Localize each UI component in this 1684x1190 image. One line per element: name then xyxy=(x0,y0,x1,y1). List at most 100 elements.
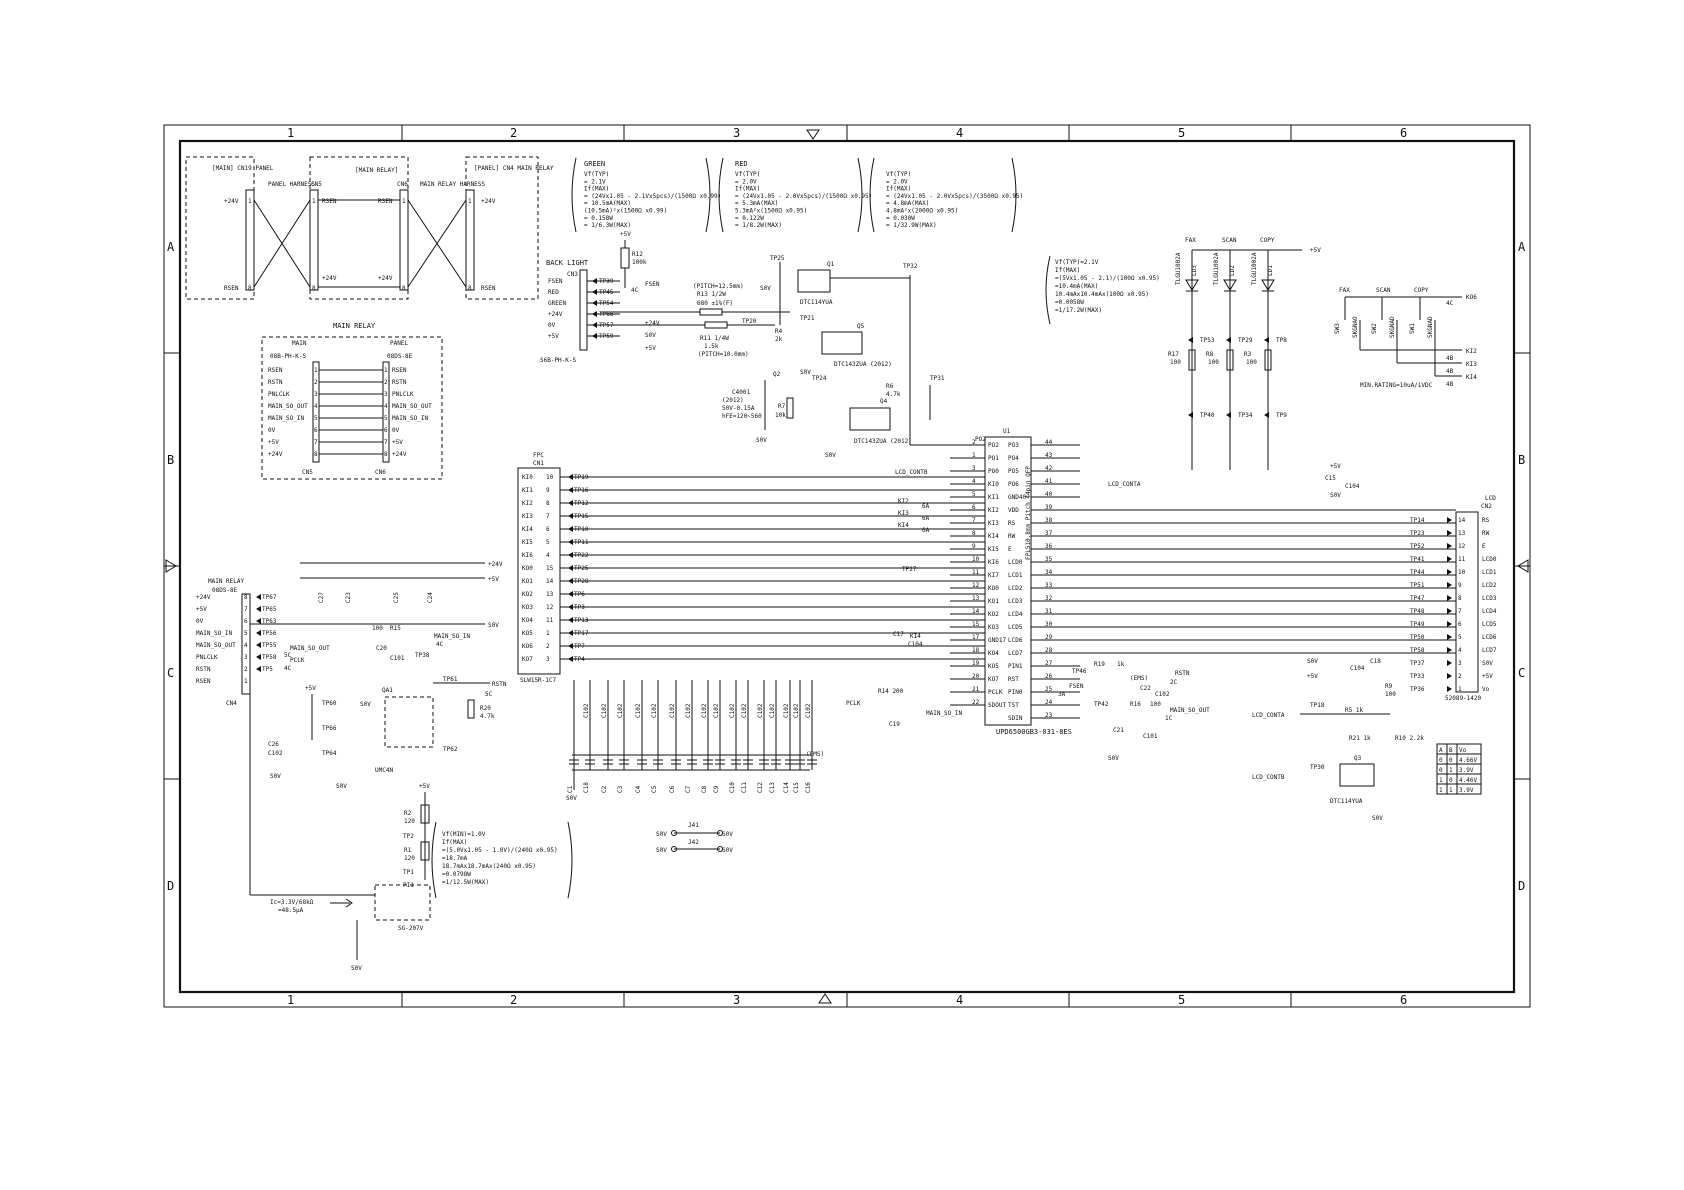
cn4-signal-label: PNLCLK xyxy=(196,654,218,661)
svg-text:CN2: CN2 xyxy=(1481,503,1492,510)
backlight-title: BACK LIGHT xyxy=(546,259,589,267)
test-point-marker xyxy=(1447,530,1452,536)
svg-text:LCD_CONTA: LCD_CONTA xyxy=(1252,712,1285,719)
cn4-pin-number: 3 xyxy=(244,654,248,661)
svg-text:120: 120 xyxy=(404,818,415,825)
key-signal: SKGNAD xyxy=(1427,316,1434,338)
red-title: RED xyxy=(735,160,748,168)
led-ref: LD2 xyxy=(1229,265,1236,276)
fpc-signal-label: KI0 xyxy=(522,474,533,481)
lcd-pin-number: 4 xyxy=(1458,647,1462,654)
mcu-right-pin-name: LCD0 xyxy=(1008,559,1023,566)
svg-text:C24: C24 xyxy=(427,592,434,603)
svg-text:Q3: Q3 xyxy=(1354,755,1362,762)
svg-text:TP2: TP2 xyxy=(403,833,414,840)
main-relay-pin: 5 xyxy=(384,415,388,422)
main-relay-pin: 6 xyxy=(384,427,388,434)
svg-text:S0V: S0V xyxy=(1372,815,1383,822)
backlight-rail: S0V xyxy=(645,332,656,339)
led-note-line: = 0.122W xyxy=(735,215,764,222)
main-relay-right-signal: MAIN_SO_IN xyxy=(392,415,429,422)
lcd-pin-number: 9 xyxy=(1458,582,1462,589)
cap-ref: C15 xyxy=(793,782,800,793)
mcu-right-pin-name: LCD4 xyxy=(1008,611,1023,618)
test-point-marker xyxy=(1226,337,1231,343)
mcu-left-pin-name: KO2 xyxy=(988,611,999,618)
svg-text:TP61: TP61 xyxy=(443,676,458,683)
mcu-right-pin-number: 23 xyxy=(1045,712,1053,719)
svg-text:C104: C104 xyxy=(1345,483,1360,490)
mcu-right-pin-name: LCD7 xyxy=(1008,650,1023,657)
svg-text:+24V: +24V xyxy=(378,275,393,282)
lcd-signal-label: E xyxy=(1482,543,1486,550)
lcd-test-point: TP33 xyxy=(1410,673,1425,680)
svg-text:R12: R12 xyxy=(632,251,643,258)
col-label-1: 1 xyxy=(287,126,294,140)
cn4-test-point: TP67 xyxy=(262,594,277,601)
svg-text:6A: 6A xyxy=(922,527,930,534)
svg-text:S0V: S0V xyxy=(825,452,836,459)
svg-text:R14 200: R14 200 xyxy=(878,688,904,695)
mcu-right-pin-number: 41 xyxy=(1045,478,1053,485)
mcu-right-pin-name: PO3 xyxy=(1008,442,1019,449)
vo-table-text: Vo xyxy=(1459,747,1467,754)
svg-text:TP18: TP18 xyxy=(1310,702,1325,709)
svg-text:3A: 3A xyxy=(1058,691,1066,698)
backlight-pin-label: GREEN xyxy=(548,300,566,307)
svg-text:DTC114YUA: DTC114YUA xyxy=(800,299,833,306)
svg-text:+5V: +5V xyxy=(620,231,631,238)
svg-text:08DS-8E: 08DS-8E xyxy=(212,587,238,594)
mcu-left-pin-name: KI2 xyxy=(988,507,999,514)
vo-table-text: 0 xyxy=(1439,757,1443,764)
led-note-line: 5.3mA²x(1500Ω x0.95) xyxy=(735,208,807,215)
grid-labels: 1 2 3 4 5 6 1 2 3 4 5 6 A B C D A B C D xyxy=(167,126,1526,1007)
test-point-marker xyxy=(1447,582,1452,588)
lcd-signal-label: LCD0 xyxy=(1482,556,1497,563)
indicator-tp-bottom: TP9 xyxy=(1276,412,1287,419)
svg-text:4C: 4C xyxy=(436,641,444,648)
lcd-signal-label: LCD4 xyxy=(1482,608,1497,615)
svg-text:C104: C104 xyxy=(908,641,923,648)
mcu-right-pin-name: PIN0 xyxy=(1008,689,1023,696)
svg-text:LCD_CONTA: LCD_CONTA xyxy=(1108,481,1141,488)
svg-text:TP27: TP27 xyxy=(902,566,917,573)
mcu-right-pin-name: PO5 xyxy=(1008,468,1019,475)
svg-text:S0V: S0V xyxy=(270,773,281,780)
backlight-pin-label: RED xyxy=(548,289,559,296)
mcu-left-pin-name: KI0 xyxy=(988,481,999,488)
svg-text:120: 120 xyxy=(404,855,415,862)
svg-text:TP64: TP64 xyxy=(322,750,337,757)
svg-text:CN3: CN3 xyxy=(567,271,578,278)
mcu-left-pin-name: KO7 xyxy=(988,676,999,683)
vo-table-text: A xyxy=(1439,747,1443,754)
lcd-pin-number: 14 xyxy=(1458,517,1466,524)
led-note-line: Vf(TYP) xyxy=(584,171,609,178)
mcu-right-pin-name: RS xyxy=(1008,520,1016,527)
cap-value: C102 xyxy=(729,703,736,718)
backlight-pin-label: +5V xyxy=(548,333,559,340)
cap-value: C102 xyxy=(617,703,624,718)
svg-text:SLW15R-1C7: SLW15R-1C7 xyxy=(520,677,557,684)
mcu-right-pin-number: 28 xyxy=(1045,647,1053,654)
svg-text:+5V: +5V xyxy=(488,576,499,583)
svg-text:FAX: FAX xyxy=(1185,237,1196,244)
led-note-line: = 4.8mA(MAX) xyxy=(886,200,929,207)
test-point-marker xyxy=(1264,412,1269,418)
mcu-left-pin-name: PO2 xyxy=(988,442,999,449)
svg-text:8: 8 xyxy=(312,285,316,292)
backlight-driver: (PITCH=12.5mm) R13 1/2W 680 ±1%(F) R11 1… xyxy=(600,255,978,459)
led-note-line: = 1/6.3W(MAX) xyxy=(584,222,631,229)
mcu-right-pin-number: 44 xyxy=(1045,439,1053,446)
test-point-marker xyxy=(1188,412,1193,418)
led-note-line: = 10.5mA(MAX) xyxy=(584,200,631,207)
test-point-marker xyxy=(256,606,261,612)
vo-table-cell xyxy=(1456,783,1482,795)
main-relay-pin: 3 xyxy=(384,391,388,398)
mcu-left-pin-number: 5 xyxy=(972,491,976,498)
mcu-right-pin-number: 38 xyxy=(1045,517,1053,524)
svg-text:+5V: +5V xyxy=(1330,463,1341,470)
test-point-marker xyxy=(1447,634,1452,640)
fpc-signal-label: KI4 xyxy=(522,526,533,533)
svg-text:TP42: TP42 xyxy=(1094,701,1109,708)
lcd-signal-label: RW xyxy=(1482,530,1490,537)
